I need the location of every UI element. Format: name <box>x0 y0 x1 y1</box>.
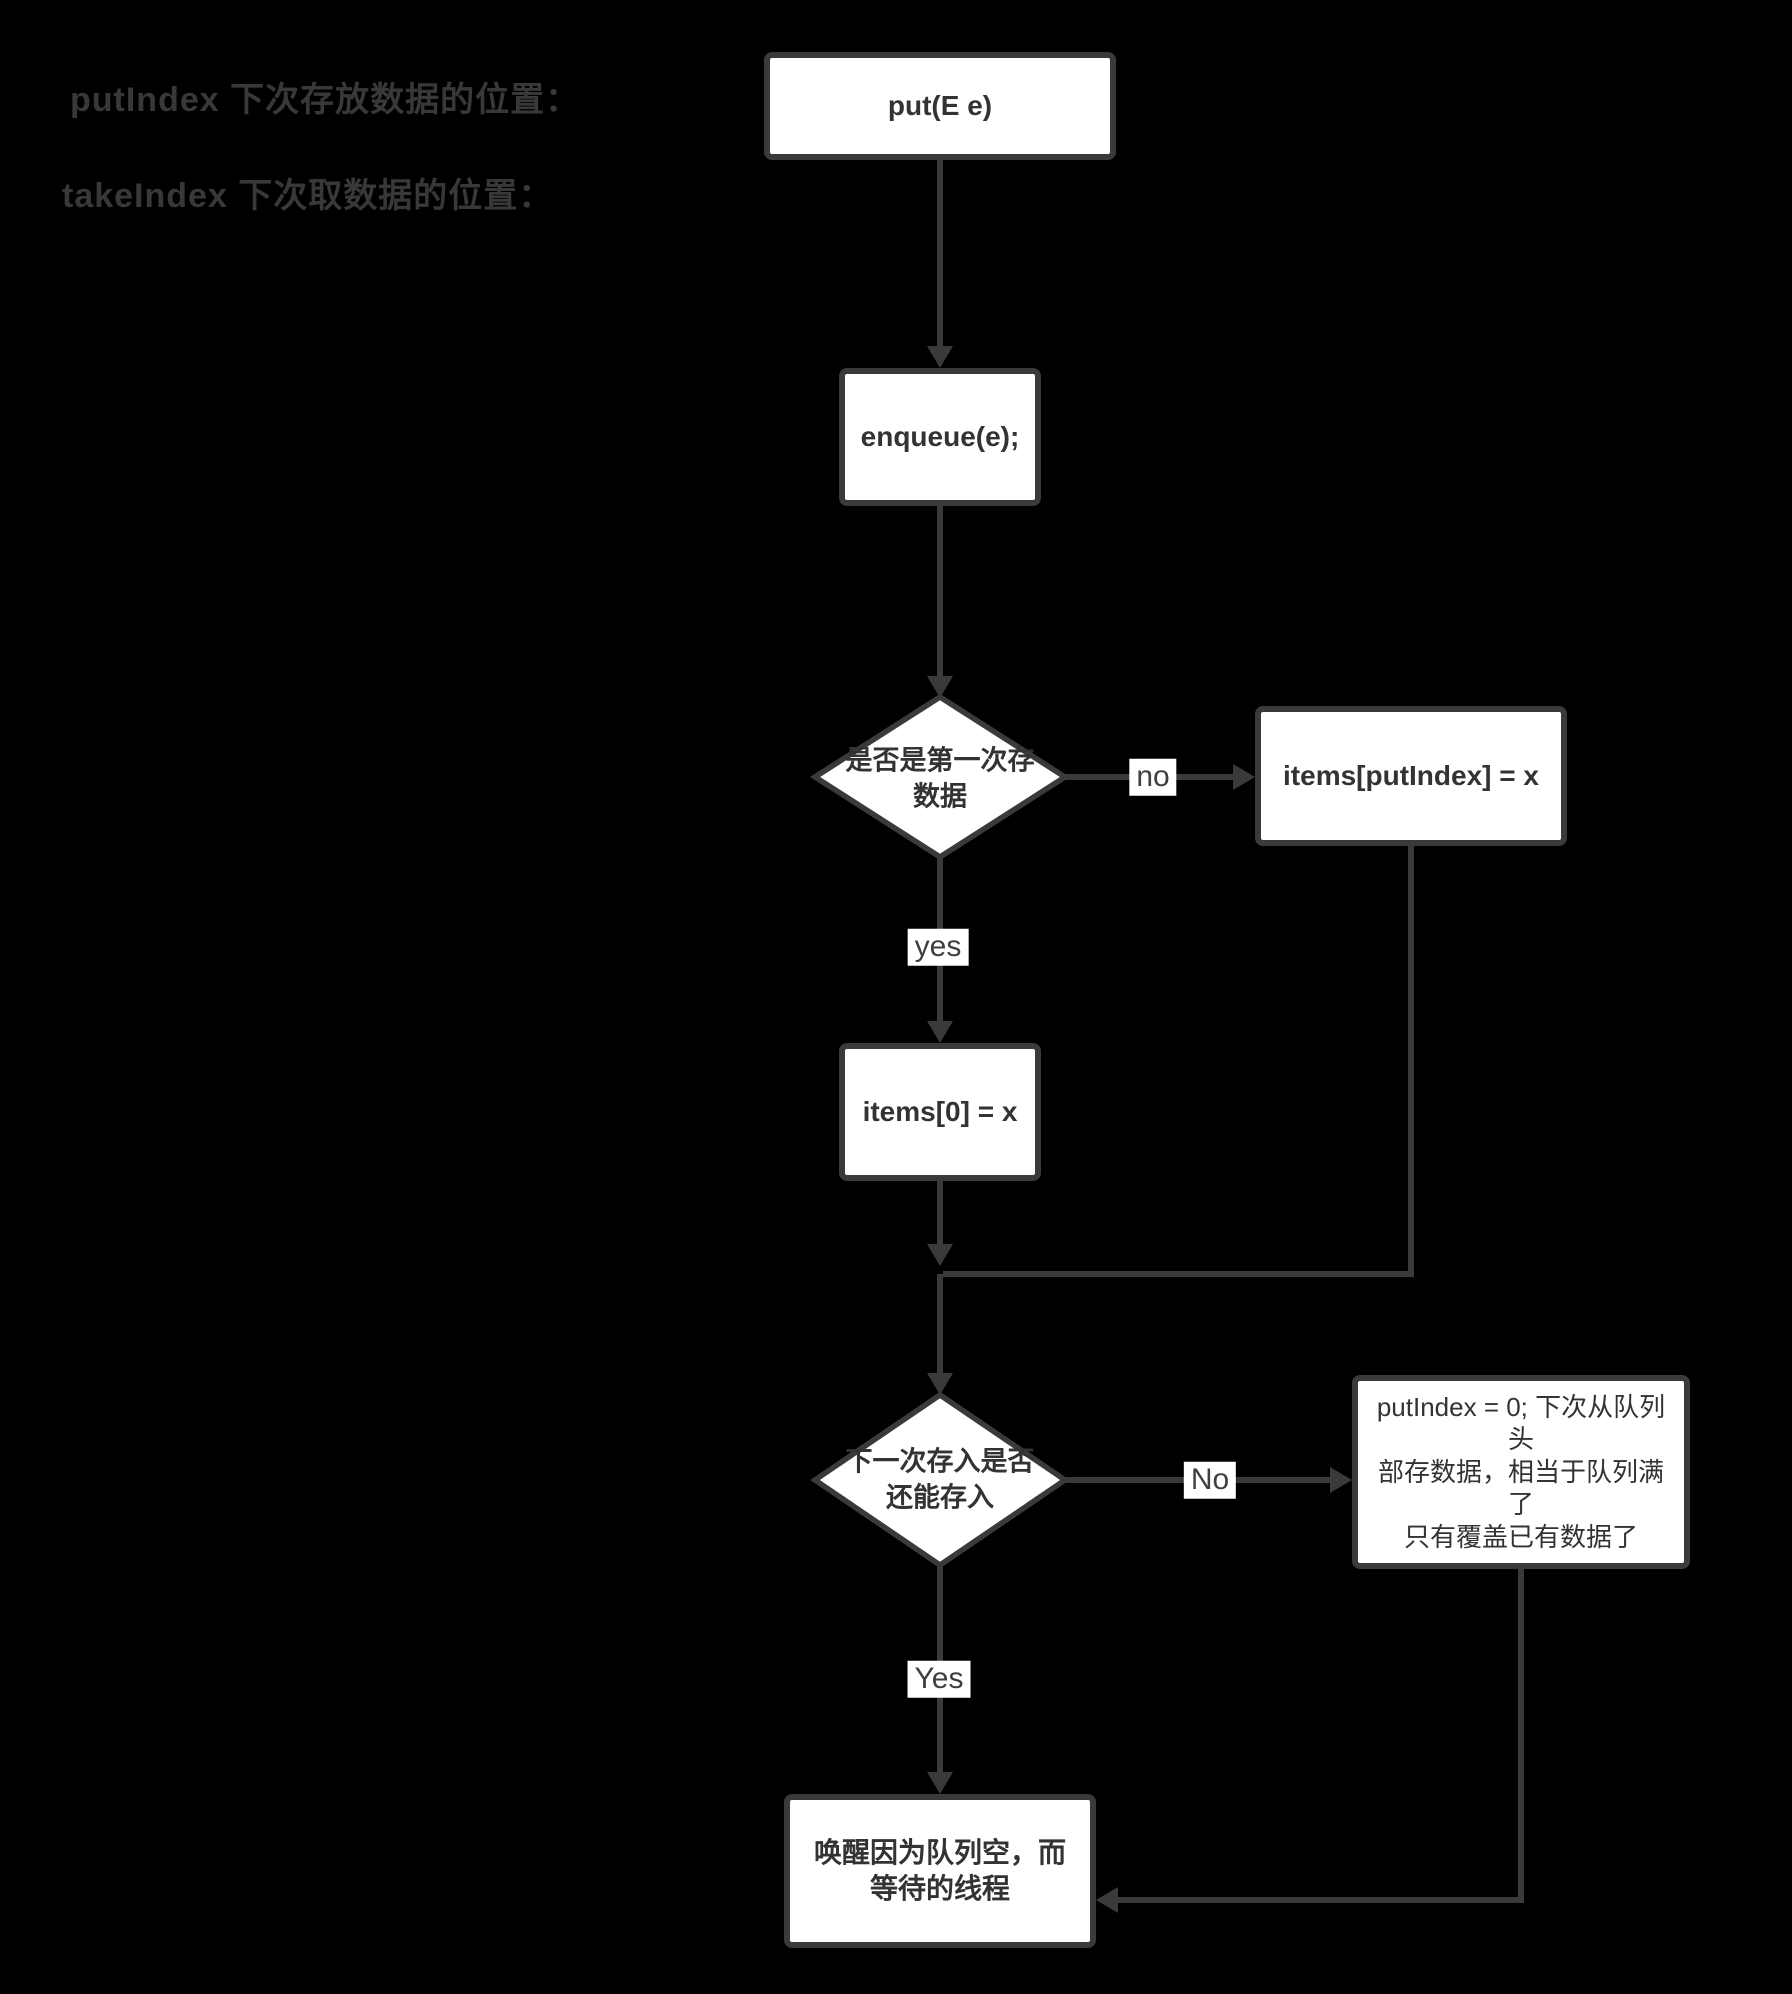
node-items-zero-label: items[0] = x <box>862 1095 1018 1127</box>
node-items-putindex-label: items[putIndex] = x <box>1283 759 1539 791</box>
arrowhead-down-icon <box>927 1021 953 1043</box>
node-put: put(E e) <box>764 52 1116 160</box>
node-reset-putindex-label: putIndex = 0; 下次从队列头 部存数据，相当于队列满了 只有覆盖已有… <box>1376 1391 1666 1552</box>
arrowhead-right-icon <box>1330 1467 1352 1493</box>
edge-label-yes: yes <box>907 928 969 966</box>
arrowhead-down-icon <box>927 1373 953 1395</box>
arrowhead-right-icon <box>1233 764 1255 790</box>
decision-first-store-shape <box>809 693 1071 861</box>
edge-label-yes-2: Yes <box>907 1660 971 1698</box>
edge-label-no-2: No <box>1183 1461 1237 1499</box>
node-wake-threads-label: 唤醒因为队列空，而 等待的线程 <box>813 1836 1066 1904</box>
note-putindex: putIndex 下次存放数据的位置： <box>70 81 581 119</box>
arrowhead-down-icon <box>927 1244 953 1266</box>
edge-label-no: no <box>1129 758 1177 796</box>
node-enqueue-label: enqueue(e); <box>860 420 1020 452</box>
arrowhead-down-icon <box>927 346 953 368</box>
arrowhead-down-icon <box>927 676 953 698</box>
arrowhead-down-icon <box>927 1772 953 1794</box>
node-enqueue: enqueue(e); <box>839 368 1041 506</box>
edge-itemsputindex-merge <box>943 846 1414 1277</box>
node-reset-putindex: putIndex = 0; 下次从队列头 部存数据，相当于队列满了 只有覆盖已有… <box>1352 1375 1690 1569</box>
arrowhead-left-icon <box>1096 1887 1118 1913</box>
note-takeindex: takeIndex 下次取数据的位置： <box>62 177 554 215</box>
node-items-zero: items[0] = x <box>839 1043 1041 1181</box>
node-wake-threads: 唤醒因为队列空，而 等待的线程 <box>784 1794 1096 1948</box>
node-put-label: put(E e) <box>887 89 993 121</box>
decision-can-store-next-shape <box>810 1391 1070 1569</box>
node-items-putindex: items[putIndex] = x <box>1255 706 1567 846</box>
edge-reset-to-wake <box>1118 1569 1524 1903</box>
